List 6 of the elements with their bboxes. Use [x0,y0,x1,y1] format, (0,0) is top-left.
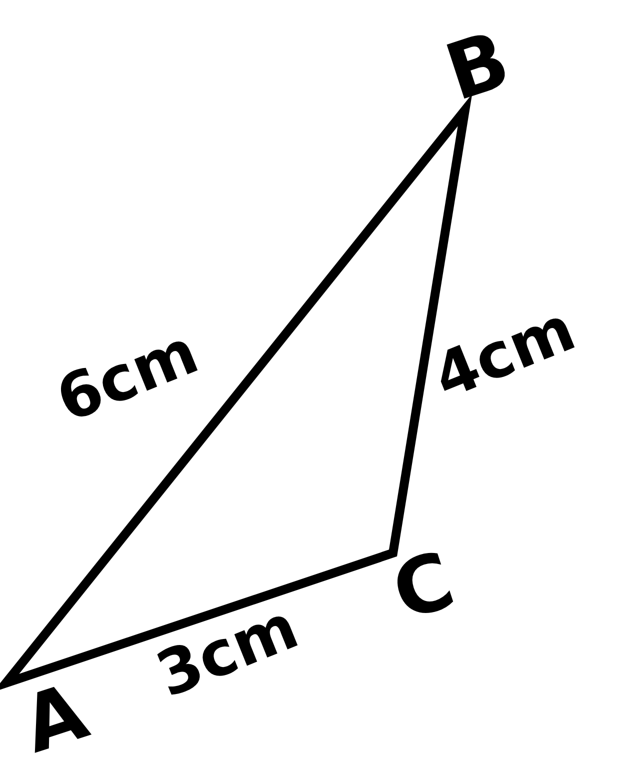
side-length-label: 4cm [426,297,583,409]
vertex-label: A [14,672,96,766]
vertex-label: B [437,20,518,114]
side-length-label: 6cm [48,320,206,432]
vertex-label: C [384,541,463,633]
side-length-label: 3cm [148,595,306,707]
